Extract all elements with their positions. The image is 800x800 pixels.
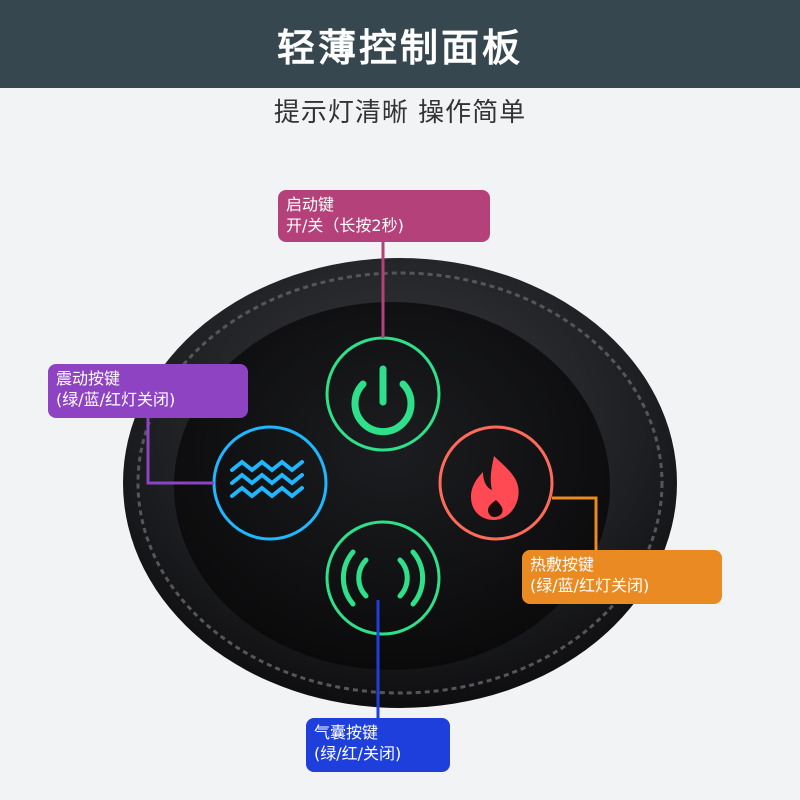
airbag-callout: 气囊按键 (绿/红/关闭) <box>306 718 450 772</box>
vibration-callout-desc: (绿/蓝/红灯关闭) <box>56 390 176 409</box>
airbag-callout-title: 气囊按键 <box>314 723 379 742</box>
vibration-callout-title: 震动按键 <box>56 369 121 388</box>
panel-stitching <box>136 271 664 695</box>
page-title: 轻薄控制面板 <box>276 25 523 70</box>
flame-icon <box>471 456 519 520</box>
panel-face <box>174 302 610 670</box>
vibration-callout: 震动按键 (绿/蓝/红灯关闭) <box>48 364 248 418</box>
vibration-connector-line <box>146 418 214 485</box>
airbag-icon <box>340 549 426 607</box>
heat-connector-line <box>552 496 598 552</box>
power-callout-desc: 开/关（长按2秒) <box>286 216 404 235</box>
heat-button[interactable] <box>438 425 554 541</box>
power-callout: 启动键 开/关（长按2秒) <box>278 190 490 242</box>
power-icon <box>351 365 415 436</box>
heat-callout: 热敷按键 (绿/蓝/红灯关闭) <box>522 550 722 604</box>
airbag-callout-desc: (绿/红/关闭) <box>314 744 402 763</box>
airbag-button[interactable] <box>325 520 441 636</box>
heat-callout-title: 热敷按键 <box>530 555 595 574</box>
page-subtitle: 提示灯清晰 操作简单 <box>273 98 527 128</box>
header-bar: 轻薄控制面板 <box>0 0 800 88</box>
wave-icon <box>230 459 304 499</box>
heat-callout-desc: (绿/蓝/红灯关闭) <box>530 576 650 595</box>
power-callout-title: 启动键 <box>286 195 335 214</box>
